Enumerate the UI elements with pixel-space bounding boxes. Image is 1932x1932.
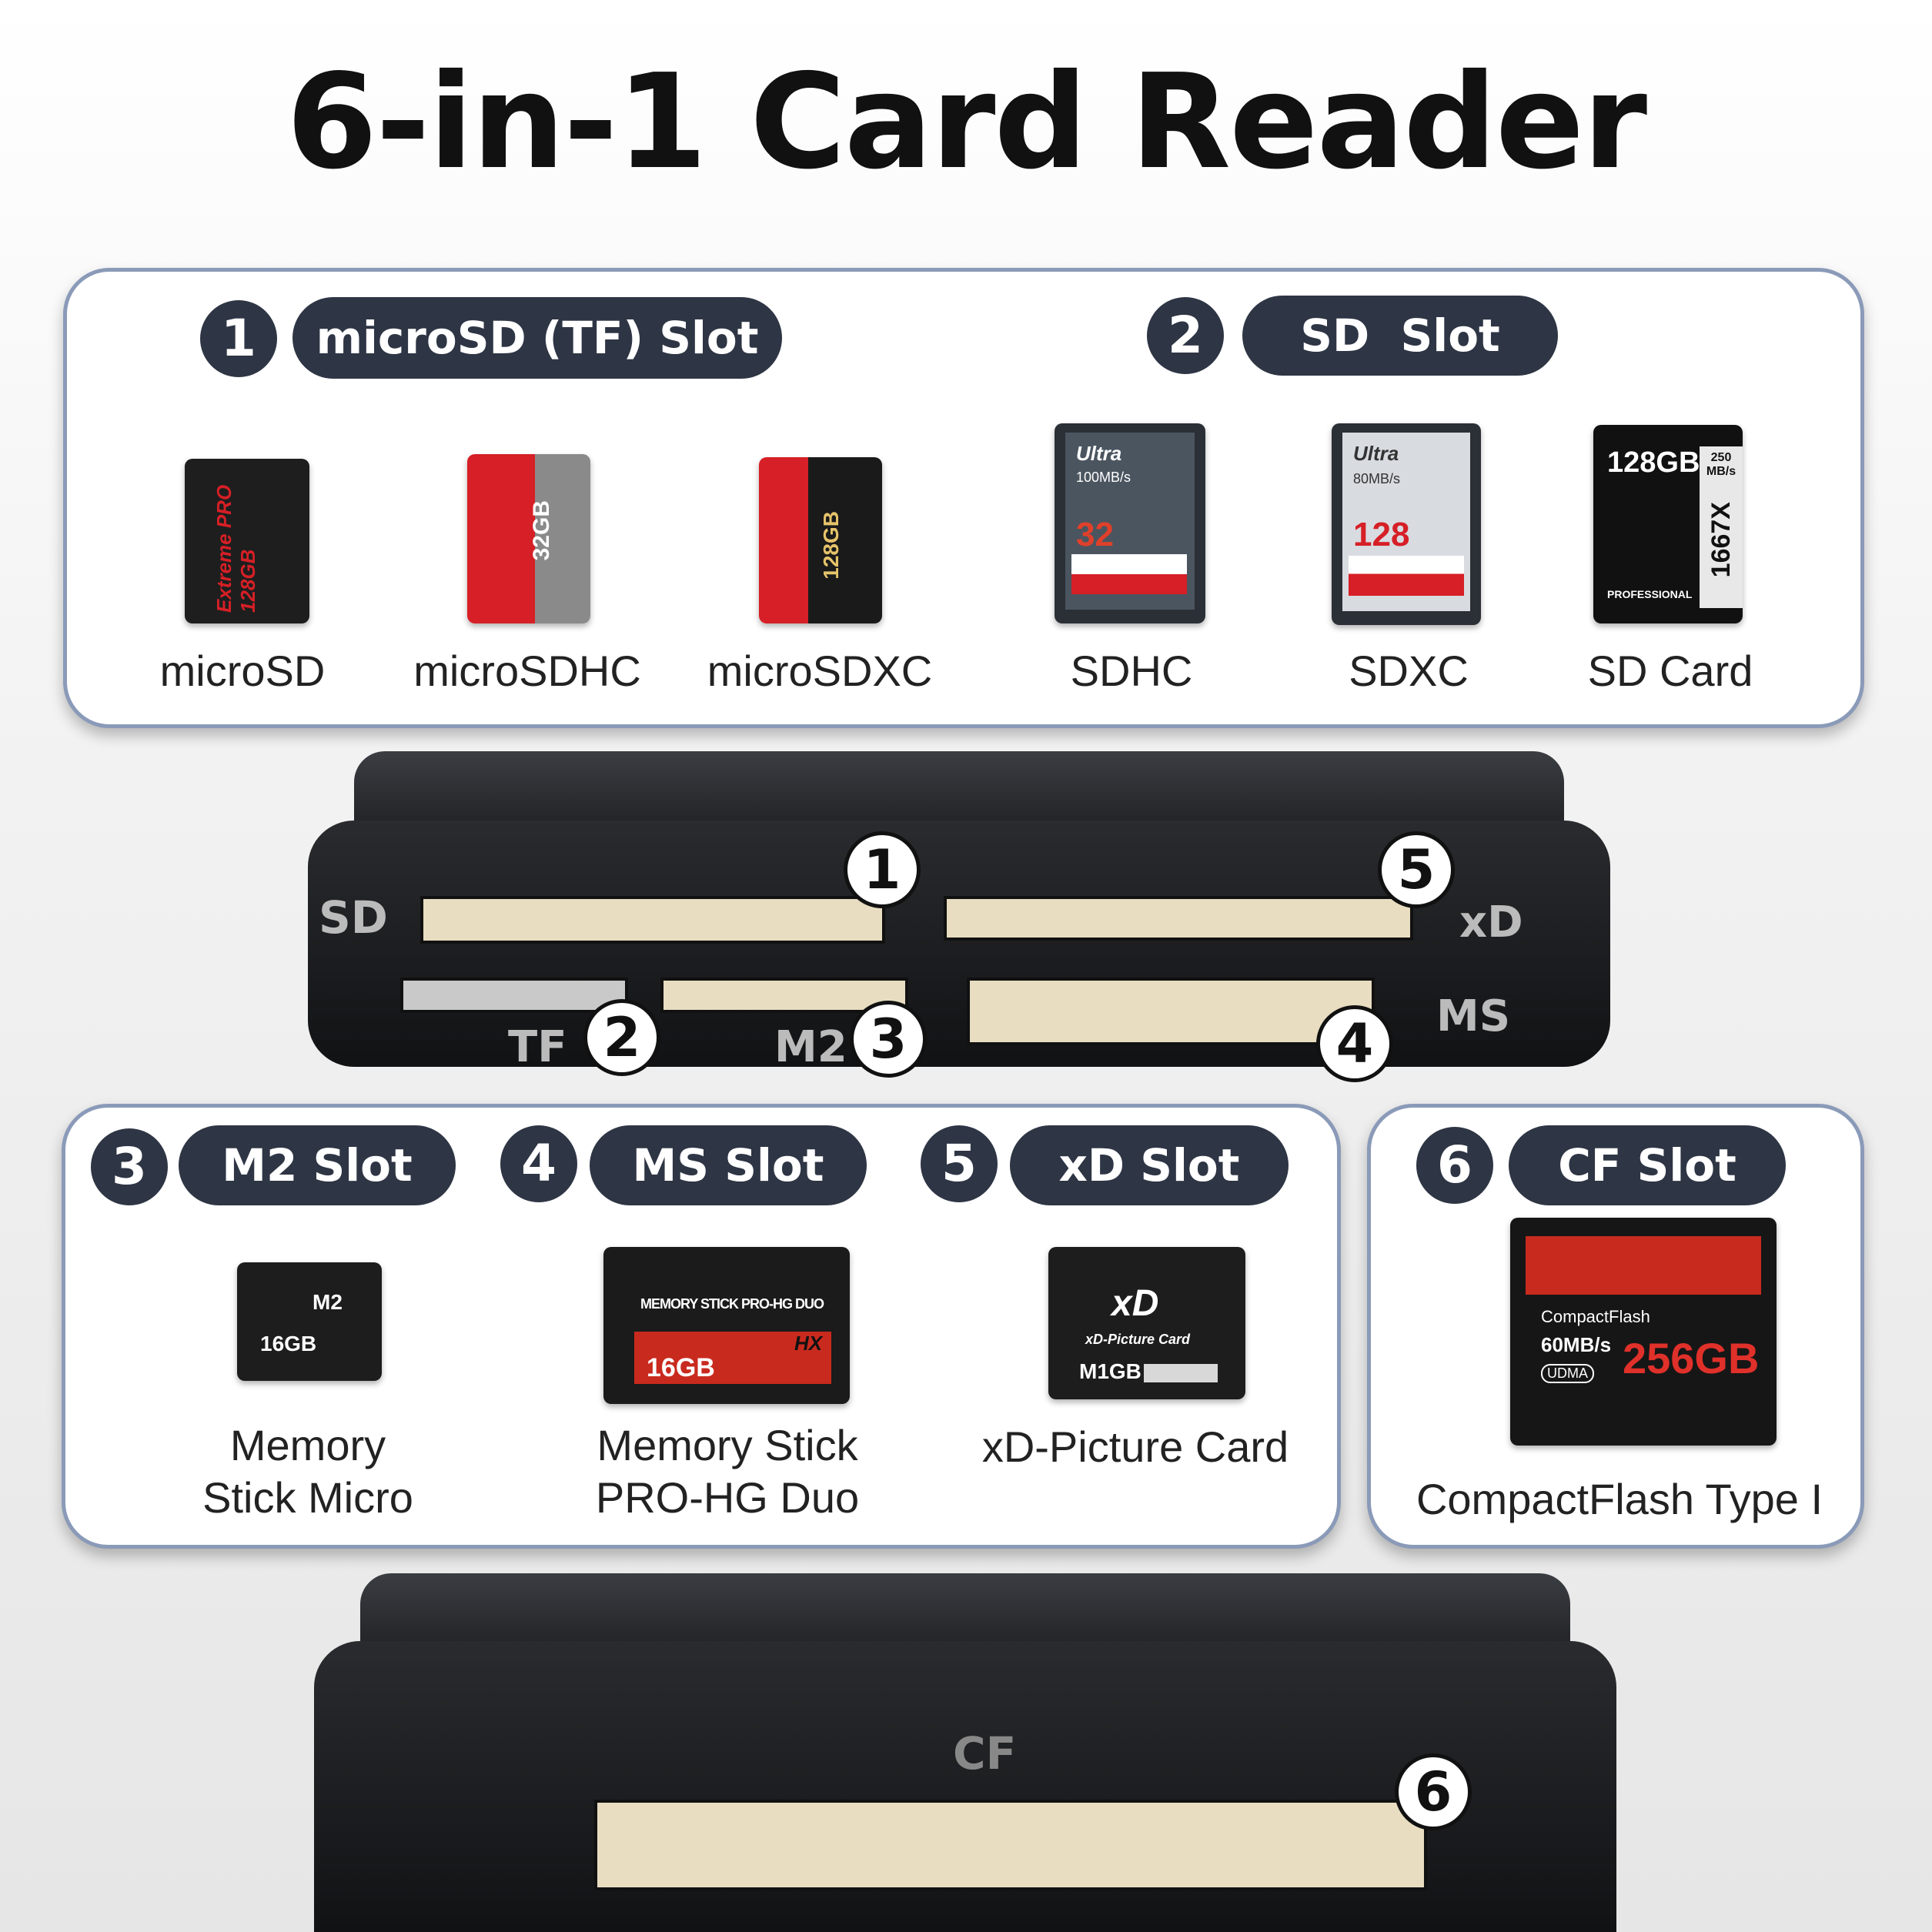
reader-marker-4: 4 [1316, 1005, 1393, 1082]
sdhc-card-capacity: 32 [1076, 516, 1114, 553]
microsdhc-card-text: 32GB [529, 500, 554, 561]
ms-card-capacity: 16GB [647, 1353, 715, 1382]
group2-number: 2 [1147, 297, 1224, 374]
card-label-microsdhc: microSDHC [413, 647, 641, 695]
card-label-microsdxc: microSDXC [707, 647, 933, 695]
card-label-m2-line2: Stick Micro [202, 1473, 413, 1522]
microsdhc-card-image: 32GB [467, 454, 590, 623]
sd-card-image: 128GB 250 MB/s 1667X PROFESSIONAL [1593, 425, 1743, 623]
sd-card-x: 1667X [1706, 502, 1736, 578]
sdhc-card-text: Ultra [1076, 442, 1122, 465]
card-label-sdxc: SDXC [1349, 647, 1469, 695]
group5-number: 5 [921, 1125, 998, 1202]
group1-label: microSD (TF) Slot [292, 297, 782, 379]
cf-card-udma: UDMA [1541, 1364, 1594, 1383]
sd-slot-label: SD [319, 891, 388, 944]
sdxc-card-text: Ultra [1353, 442, 1399, 465]
ms-card-text: MEMORY STICK PRO-HG DUO [640, 1296, 824, 1312]
ms-slot[interactable] [967, 978, 1375, 1045]
card-label-ms-line2: PRO-HG Duo [595, 1473, 860, 1522]
card-label-xd: xD-Picture Card [981, 1422, 1289, 1471]
sd-card-speed: 250 MB/s [1706, 451, 1736, 478]
tf-slot[interactable] [400, 978, 628, 1013]
sd-slot[interactable] [420, 896, 885, 944]
sdhc-card-image: Ultra 100MB/s 32 [1055, 423, 1205, 623]
sd-card-pro: PROFESSIONAL [1607, 588, 1693, 600]
xd-slot[interactable] [944, 896, 1413, 941]
m2-slot-label: M2 [774, 1022, 847, 1072]
card-label-m2-line1: Memory [229, 1421, 386, 1469]
xd-card-image: xD xD-Picture Card M1GB [1048, 1247, 1245, 1399]
sd-card-capacity: 128GB [1607, 446, 1700, 479]
xd-card-text: xD-Picture Card [1085, 1332, 1191, 1347]
card-label-ms-line1: Memory Stick [597, 1421, 858, 1469]
sdxc-card-capacity: 128 [1353, 516, 1410, 553]
ms-card-image: MEMORY STICK PRO-HG DUO HX 16GB [603, 1247, 850, 1404]
group6-label: CF Slot [1509, 1125, 1786, 1205]
card-label-sdhc: SDHC [1070, 647, 1193, 695]
xd-slot-label: xD [1459, 897, 1523, 948]
m2-card-text: M2 [313, 1290, 343, 1314]
group3-number: 3 [91, 1128, 168, 1205]
xd-card-capacity: M1GB [1079, 1359, 1141, 1383]
microsd-card-image: Extreme PRO 128GB [185, 459, 309, 623]
xd-card-logo: xD [1111, 1283, 1159, 1324]
group1-number: 1 [200, 300, 277, 377]
cf-slot[interactable] [594, 1800, 1427, 1890]
group3-label: M2 Slot [179, 1125, 456, 1205]
card-label-cf: CompactFlash Type I [1416, 1475, 1823, 1523]
sdxc-card-speed: 80MB/s [1353, 471, 1401, 486]
card-reader-front [308, 751, 1610, 1087]
microsdxc-card-image: 128GB [759, 457, 882, 623]
cf-card-text: CompactFlash [1541, 1307, 1650, 1326]
page-title: 6-in-1 Card Reader [286, 46, 1647, 199]
m2-card-image: M2 16GB [237, 1262, 382, 1381]
sdxc-card-image: Ultra 80MB/s 128 [1332, 423, 1481, 625]
m2-card-capacity: 16GB [260, 1332, 317, 1355]
group4-label: MS Slot [590, 1125, 867, 1205]
cf-card-capacity: 256GB [1623, 1334, 1760, 1382]
microsdxc-card-text: 128GB [819, 511, 843, 580]
reader-marker-5: 5 [1378, 831, 1455, 908]
reader-marker-6: 6 [1395, 1753, 1472, 1830]
card-label-microsd: microSD [159, 647, 326, 695]
card-label-sd: SD Card [1587, 647, 1753, 695]
group6-number: 6 [1416, 1127, 1493, 1204]
group4-number: 4 [500, 1125, 577, 1202]
ms-card-hx: HX [794, 1332, 823, 1355]
ms-slot-label: MS [1436, 991, 1511, 1041]
tf-slot-label: TF [508, 1022, 567, 1072]
cf-slot-label: CF [953, 1727, 1017, 1780]
reader-marker-2: 2 [583, 999, 660, 1076]
cf-card-speed: 60MB/s [1541, 1333, 1612, 1356]
reader-marker-1: 1 [844, 831, 921, 908]
group5-label: xD Slot [1010, 1125, 1289, 1205]
reader-marker-3: 3 [850, 1001, 927, 1078]
microsd-card-text: Extreme PRO 128GB [212, 484, 259, 613]
sdhc-card-speed: 100MB/s [1076, 470, 1131, 485]
cf-card-image: CompactFlash 60MB/s UDMA 256GB [1510, 1218, 1777, 1446]
group2-label: SD Slot [1242, 296, 1558, 376]
